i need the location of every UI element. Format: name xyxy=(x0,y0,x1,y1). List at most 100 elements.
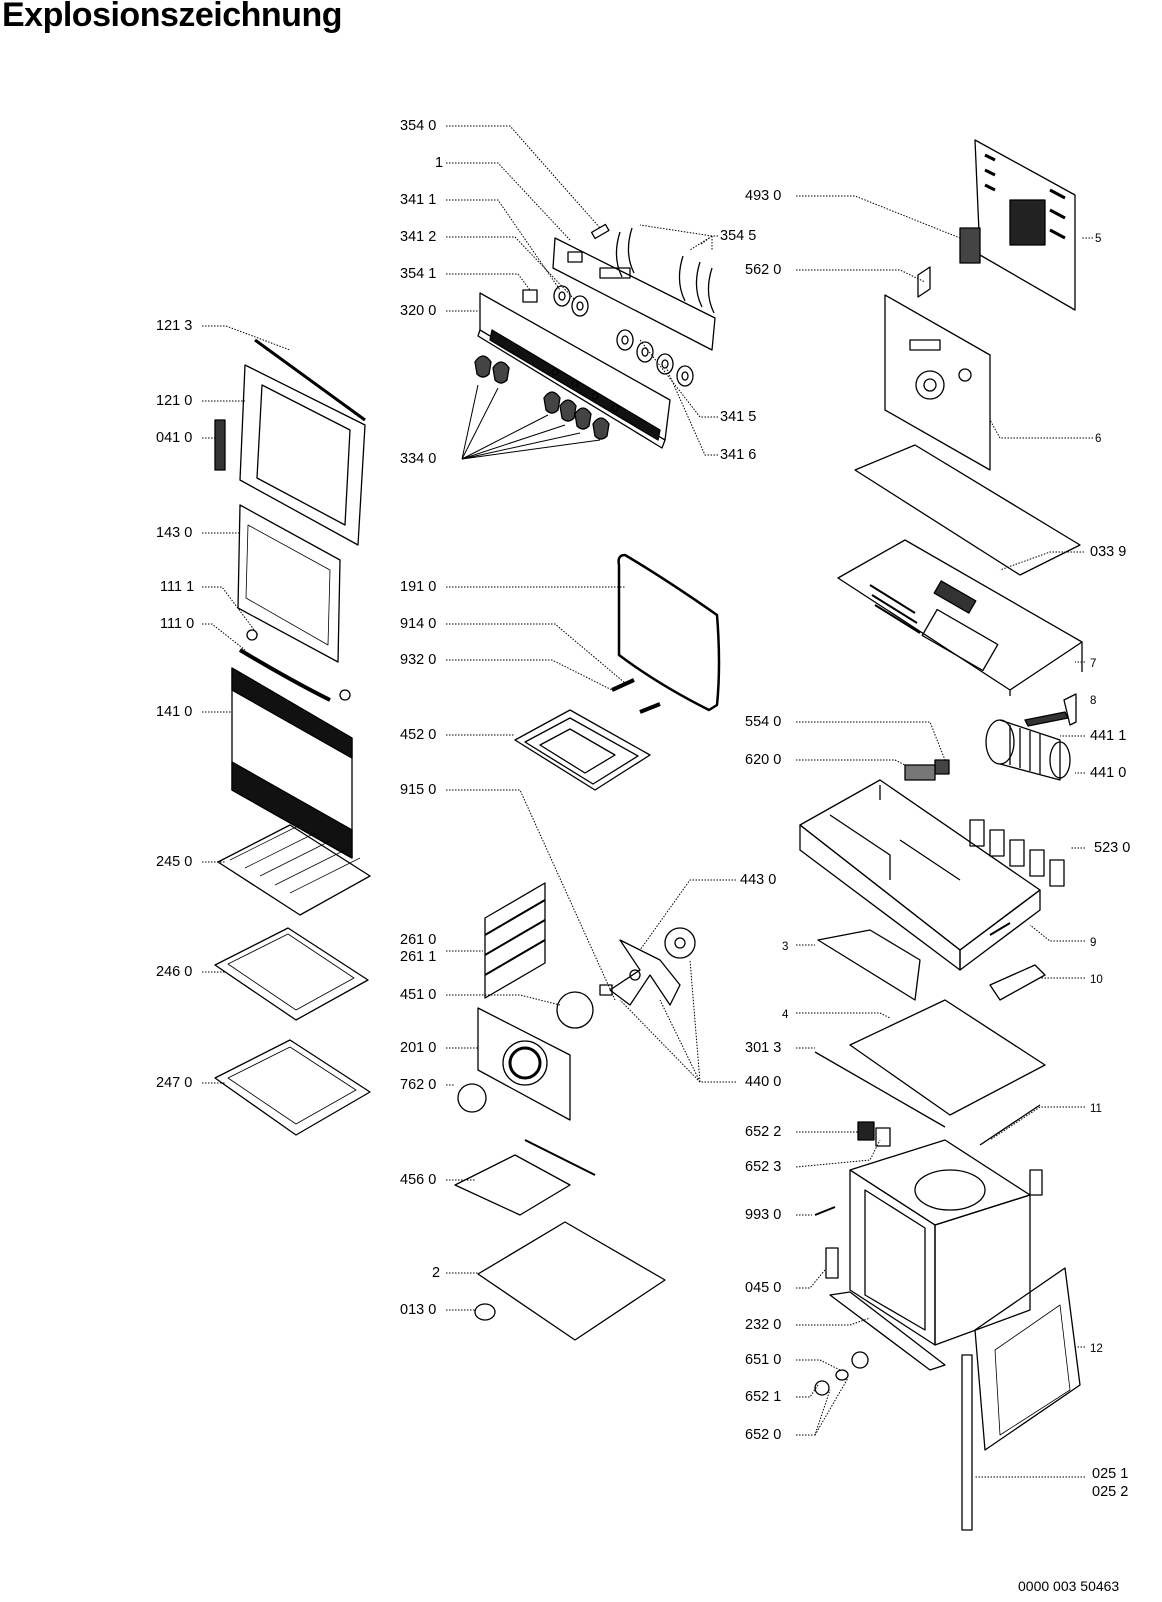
spring-9320 xyxy=(611,678,635,692)
callout-3412: 341 2 xyxy=(400,229,437,245)
callout-4520: 452 0 xyxy=(400,727,437,743)
callout-6523: 652 3 xyxy=(745,1159,782,1175)
callout-3541: 354 1 xyxy=(400,266,437,282)
callout-7620: 762 0 xyxy=(400,1077,437,1093)
callout-0130: 013 0 xyxy=(400,1302,437,1318)
heater-4520 xyxy=(514,709,651,791)
callout-0252: 025 2 xyxy=(1092,1484,1129,1500)
part-1111 xyxy=(246,629,258,641)
relay-5540 xyxy=(934,759,950,775)
rod-11 xyxy=(979,1104,1041,1146)
callout-1110: 111 0 xyxy=(160,616,195,632)
bracket-562 xyxy=(917,266,931,298)
panel-6 xyxy=(884,294,991,471)
callout-2010: 201 0 xyxy=(400,1040,437,1056)
hinge-bar-2320 xyxy=(829,1291,946,1371)
callout-2470: 247 0 xyxy=(156,1075,193,1091)
shelf-2450 xyxy=(217,824,371,916)
callout-3416: 341 6 xyxy=(720,447,757,463)
part-8 xyxy=(1063,693,1077,726)
callout-9930: 993 0 xyxy=(745,1207,782,1223)
callout-2460: 246 0 xyxy=(156,964,193,980)
callout-1410: 141 0 xyxy=(156,704,193,720)
door-frame-1210 xyxy=(239,338,366,546)
callout-0410: 041 0 xyxy=(156,430,193,446)
callout-9140: 914 0 xyxy=(400,616,437,632)
document-number: 0000 003 50463 xyxy=(1018,1578,1120,1594)
callout-9320: 932 0 xyxy=(400,652,437,668)
callout-4430: 443 0 xyxy=(740,872,777,888)
callout-4510: 451 0 xyxy=(400,987,437,1003)
terminal-6200 xyxy=(904,764,936,781)
plate-4 xyxy=(849,999,1046,1116)
handle-1110 xyxy=(238,648,331,702)
diagram-title: Explosionszeichnung xyxy=(2,0,342,34)
switches-5230 xyxy=(969,819,1065,887)
tray-2460 xyxy=(214,927,369,1021)
callout-1210: 121 0 xyxy=(156,393,193,409)
callout-1: 1 xyxy=(435,155,444,171)
seals-341 xyxy=(553,285,694,387)
part-6523 xyxy=(875,1127,891,1147)
callout-8: 8 xyxy=(1090,695,1097,707)
callout-9: 9 xyxy=(1090,937,1097,949)
callout-6520: 652 0 xyxy=(745,1427,782,1443)
circuit-board-1 xyxy=(552,227,716,351)
callout-6510: 651 0 xyxy=(745,1352,782,1368)
leader-lines xyxy=(202,125,1093,1478)
callout-5: 5 xyxy=(1095,233,1102,245)
shelf-support-2610 xyxy=(484,882,546,999)
back-panel-2010 xyxy=(477,1007,571,1121)
callout-0450: 045 0 xyxy=(745,1280,782,1296)
ring-4510 xyxy=(556,991,594,1029)
fan-wheel-4400 xyxy=(599,939,681,1006)
callout-12: 12 xyxy=(1090,1343,1103,1355)
callout-2: 2 xyxy=(432,1265,441,1281)
small-parts-354 xyxy=(522,223,610,303)
rail-3013 xyxy=(814,1051,946,1128)
callout-1111: 111 1 xyxy=(160,579,195,595)
foot-0130 xyxy=(474,1303,496,1321)
knobs-334 xyxy=(461,355,610,460)
callout-3013: 301 3 xyxy=(745,1040,782,1056)
tray-2470 xyxy=(214,1039,371,1136)
part-10 xyxy=(989,964,1046,1001)
callout-6522: 652 2 xyxy=(745,1124,782,1140)
callout-4411: 441 1 xyxy=(1090,728,1127,744)
callout-5540: 554 0 xyxy=(745,714,782,730)
callout-3415: 341 5 xyxy=(720,409,757,425)
glass-1430 xyxy=(237,504,341,663)
callout-3545: 354 5 xyxy=(720,228,757,244)
callout-6: 6 xyxy=(1095,433,1102,445)
oven-cavity xyxy=(849,1139,1043,1346)
insulation-0339 xyxy=(854,444,1081,576)
door-12 xyxy=(974,1267,1081,1451)
callout-1213: 121 3 xyxy=(156,318,193,334)
callout-0339: 033 9 xyxy=(1090,544,1127,560)
fan-4430 xyxy=(664,927,696,959)
callout-4410: 441 0 xyxy=(1090,765,1127,781)
hinge-0410 xyxy=(214,419,226,471)
callout-5230: 523 0 xyxy=(1094,840,1131,856)
callout-2610: 261 0 xyxy=(400,932,437,948)
part-0450 xyxy=(825,1247,839,1279)
callout-6200: 620 0 xyxy=(745,752,782,768)
lamp-651 xyxy=(814,1351,869,1396)
control-panel-320 xyxy=(477,292,671,449)
callout-3411: 341 1 xyxy=(400,192,437,208)
screw-9930 xyxy=(814,1206,836,1216)
bottom-plate-2 xyxy=(477,1221,666,1341)
heater-4560 xyxy=(454,1139,596,1216)
base-tray-9 xyxy=(799,779,1041,971)
rear-panel-5 xyxy=(959,139,1076,311)
gasket-7620 xyxy=(457,1083,487,1113)
callout-2450: 245 0 xyxy=(156,854,193,870)
top-plate-7 xyxy=(837,539,1083,696)
fan-motor-4410 xyxy=(985,719,1071,781)
hinge-0251 xyxy=(961,1354,973,1531)
callout-3340: 334 0 xyxy=(400,451,437,467)
callout-1430: 143 0 xyxy=(156,525,193,541)
glass-1410 xyxy=(231,667,353,859)
seal-1910 xyxy=(617,553,721,712)
